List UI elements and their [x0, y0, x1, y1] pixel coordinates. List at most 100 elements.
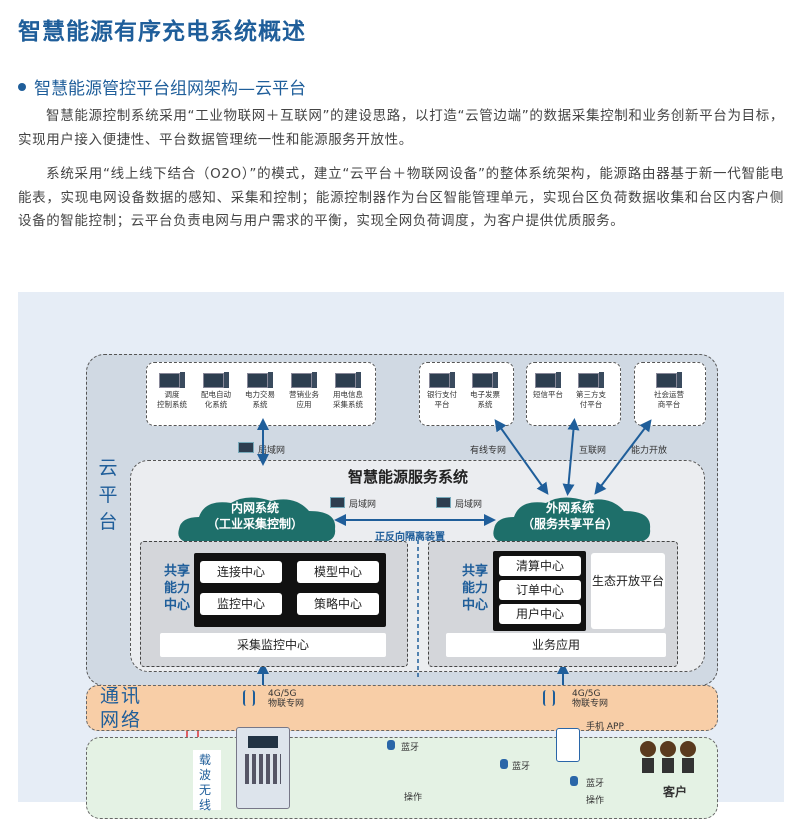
monitor-center-button[interactable]: 监控中心 [200, 593, 282, 615]
external-terminal-a-0-line2: 平台 [434, 400, 450, 409]
internal-network-cloud [178, 497, 336, 543]
external-terminal-c-0-line1: 社会运营 [654, 390, 684, 399]
bluetooth-icon-1 [387, 740, 395, 750]
business-application: 业务应用 [446, 633, 666, 657]
internal-terminal-4-line1: 用电信息 [333, 390, 363, 399]
lan-computer-icon-mid-2 [436, 497, 451, 508]
iot-network-right-line1: 4G/5G [572, 689, 601, 699]
external-terminal-a-0-line1: 银行支付 [427, 390, 457, 399]
internal-terminal-3-line2: 应用 [296, 400, 312, 409]
internal-terminal-2-line1: 电力交易 [245, 390, 275, 399]
internal-cloud-label: 内网系统（工业采集控制） [190, 500, 320, 532]
section-heading-text: 智慧能源管控平台组网架构—云平台 [34, 79, 306, 99]
communication-network-label: 通讯网络 [100, 685, 143, 731]
external-terminal-a-1-line1: 电子发票 [470, 390, 500, 399]
internal-terminal-4-line2: 采集系统 [333, 400, 363, 409]
iot-network-left-line2: 物联专网 [268, 699, 305, 709]
model-center-button[interactable]: 模型中心 [297, 561, 379, 583]
computer-icon [291, 372, 317, 388]
external-terminal-b-1-line2: 付平台 [579, 400, 603, 409]
user-center-button[interactable]: 用户中心 [499, 604, 581, 624]
carrier-wireless-label-box [193, 750, 221, 810]
external-systems-box-b [526, 362, 621, 426]
smart-meter-icon [236, 727, 290, 809]
lan-computer-icon [238, 442, 254, 453]
ecosystem-open-platform[interactable]: 生态开放平台 [591, 553, 665, 629]
internal-terminal-1-line2: 化系统 [204, 400, 228, 409]
internal-terminal-4: 用电信息采集系统 [329, 372, 367, 410]
customer-label: 客户 [663, 785, 688, 799]
computer-icon [247, 372, 273, 388]
lan-label-mid-1: 局域网 [349, 500, 377, 510]
external-cloud-line1: 外网系统 [545, 501, 594, 515]
internal-terminal-1: 配电自动化系统 [197, 372, 235, 410]
internal-terminal-0-line2: 控制系统 [157, 400, 187, 409]
communication-network-zone [86, 685, 718, 731]
external-terminal-c-0-line2: 商平台 [657, 400, 681, 409]
external-terminal-c-0: 社会运营商平台 [650, 372, 688, 410]
left-shared-capability-label: 共享能力中心 [163, 564, 190, 613]
external-systems-box-c [634, 362, 706, 426]
computer-icon [335, 372, 361, 388]
bluetooth-icon-3 [570, 776, 578, 786]
bluetooth-icon-2 [500, 759, 508, 769]
internal-terminal-0: 调度控制系统 [153, 372, 191, 410]
intro-paragraph-2: 系统采用“线上线下结合（O2O）”的模式，建立“云平台＋物联网设备”的整体系统架… [18, 163, 784, 234]
iot-network-right-line2: 物联专网 [572, 699, 609, 709]
lan-label-top: 局域网 [258, 446, 286, 456]
internet-label: 互联网 [579, 446, 607, 456]
bullet-icon [18, 83, 26, 91]
internal-terminal-3: 营销业务应用 [285, 372, 323, 410]
antenna-icon-left [243, 690, 255, 706]
order-center-button[interactable]: 订单中心 [499, 580, 581, 600]
internal-terminal-2: 电力交易系统 [241, 372, 279, 410]
mobile-app-label: 手机 APP [586, 722, 624, 732]
computer-icon [656, 372, 682, 388]
ecosystem-open-platform-label: 生态开放平台 [591, 574, 664, 588]
internal-terminal-2-line2: 系统 [252, 400, 268, 409]
external-terminal-b-1-line1: 第三方支 [576, 390, 606, 399]
carrier-wireless-label: 载波无线 [199, 753, 212, 812]
service-system-title: 智慧能源服务系统 [348, 468, 469, 486]
collection-monitor-center: 采集监控中心 [160, 633, 386, 657]
computer-icon [578, 372, 604, 388]
cloud-platform-label: 云平台 [98, 457, 118, 533]
lan-computer-icon-mid-1 [330, 497, 345, 508]
external-cloud-label: 外网系统 （服务共享平台） [505, 500, 635, 532]
intro-paragraph-2-text: 系统采用“线上线下结合（O2O）”的模式，建立“云平台＋物联网设备”的整体系统架… [18, 166, 784, 229]
external-terminal-b-1: 第三方支付平台 [572, 372, 610, 410]
external-terminal-b-0: 短信平台 [529, 372, 567, 400]
customers-icon [640, 741, 700, 775]
wired-network-label: 有线专网 [470, 446, 507, 456]
bluetooth-label-2: 蓝牙 [512, 762, 531, 772]
diagram-connectors [156, 418, 652, 802]
right-shared-capability-label: 共享能力中心 [461, 564, 488, 613]
bluetooth-label-1: 蓝牙 [401, 743, 420, 753]
internal-terminal-1-line1: 配电自动 [201, 390, 231, 399]
computer-icon [159, 372, 185, 388]
computer-icon [535, 372, 561, 388]
external-terminal-a-0: 银行支付平台 [423, 372, 461, 410]
iot-network-left-line1: 4G/5G [268, 689, 297, 699]
antenna-icon-right [543, 690, 555, 706]
internal-terminal-0-line1: 调度 [164, 390, 180, 399]
computer-icon [472, 372, 498, 388]
external-systems-box-a [419, 362, 514, 426]
connection-center-button[interactable]: 连接中心 [200, 561, 282, 583]
settlement-center-button[interactable]: 清算中心 [499, 556, 581, 576]
operation-label-1: 操作 [404, 793, 423, 803]
lan-label-mid-2: 局域网 [455, 500, 483, 510]
computer-icon [203, 372, 229, 388]
external-network-cloud [493, 497, 651, 543]
internal-terminal-3-line1: 营销业务 [289, 390, 319, 399]
energy-controller-icon [556, 728, 580, 762]
bluetooth-label-3: 蓝牙 [586, 779, 605, 789]
intro-paragraph-1-text: 智慧能源控制系统采用“工业物联网＋互联网”的建设思路，以打造“云管边端”的数据采… [18, 108, 784, 148]
strategy-center-button[interactable]: 策略中心 [297, 593, 379, 615]
external-cloud-line2: （服务共享平台） [521, 517, 618, 531]
section-heading: 智慧能源管控平台组网架构—云平台 [18, 74, 306, 99]
internal-cloud-line1: 内网系统 [230, 501, 279, 515]
external-terminal-b-0-line1: 短信平台 [533, 390, 563, 399]
